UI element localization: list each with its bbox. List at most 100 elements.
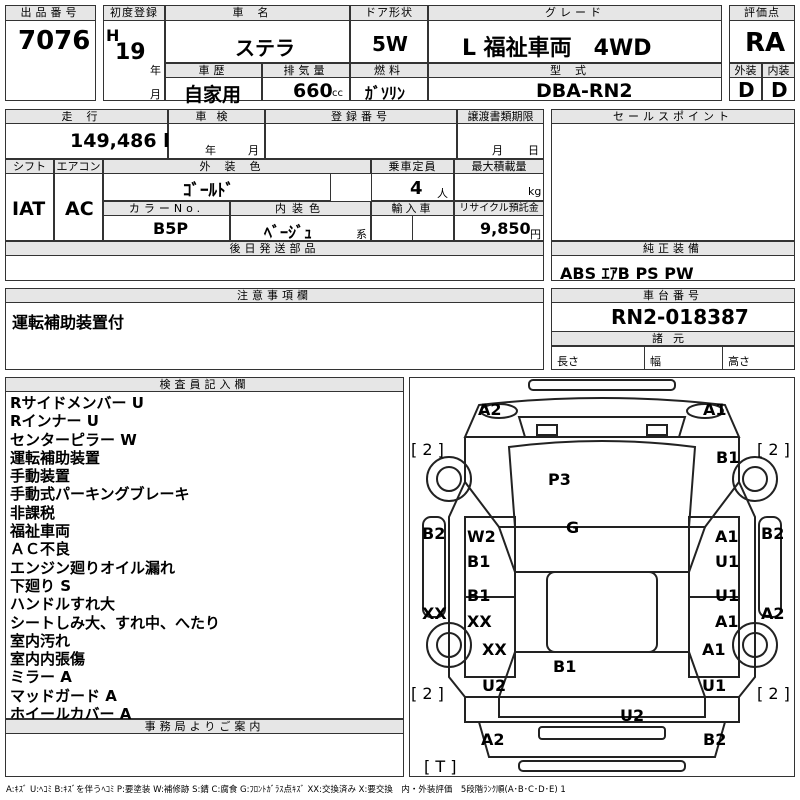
transfer-month-unit: 月	[492, 144, 503, 157]
height-label: 高さ	[728, 355, 750, 368]
ac: AC	[65, 198, 94, 220]
load-label: 最大積載量	[454, 159, 544, 174]
int-label: 内装	[762, 63, 795, 78]
era: H	[106, 26, 120, 45]
width-label: 幅	[650, 355, 661, 368]
first-registration-box	[103, 5, 165, 101]
mark-rear-left: A2	[481, 730, 505, 749]
note-line: マッドガード A	[10, 686, 117, 705]
mark-right-rear-quarter: A1	[702, 640, 726, 659]
ext-score: D	[738, 78, 755, 102]
car-outline-diagram	[422, 379, 782, 772]
caution-text: 運転補助装置付	[12, 313, 125, 332]
note-line: ハンドルすれ大	[10, 595, 116, 614]
ext-label: 外装	[729, 63, 762, 78]
mark-back-door: U2	[620, 706, 645, 725]
note-line: センターピラー W	[10, 430, 137, 449]
note-line: 手動式パーキングブレーキ	[10, 485, 190, 504]
spec-label: 諸元	[551, 331, 795, 346]
note-line: ホイールカバー A	[10, 705, 132, 724]
note-line: ミラー A	[10, 668, 72, 687]
color-number: B5P	[153, 219, 189, 238]
mark-right-side-front: B2	[761, 524, 785, 543]
model-code: DBA-RN2	[536, 80, 633, 102]
note-line: シートしみ大、すれ中、へたり	[10, 613, 221, 632]
inspection-month-unit: 月	[248, 144, 259, 157]
fuel-label: 燃料	[350, 63, 428, 78]
mark-left-front-door-bottom: B1	[467, 552, 491, 571]
spec-divider-2	[722, 346, 723, 370]
int-score: D	[771, 78, 788, 102]
inspection-year-unit: 年	[205, 144, 216, 157]
mark-left-rear-wheel: U2	[482, 676, 507, 695]
later-parts-label: 後日発送部品	[5, 241, 544, 256]
recycle-unit: 円	[530, 228, 541, 241]
mileage: 149,486 km	[70, 130, 196, 152]
mileage-label: 走行	[5, 109, 168, 124]
mark-left-side-rear: XX	[422, 604, 447, 623]
fuel: ｶﾞｿﾘﾝ	[365, 84, 406, 103]
mark-front-right: A1	[703, 400, 727, 419]
mark-right-front-door-bottom: U1	[715, 552, 740, 571]
shift-label: シフト	[5, 159, 54, 174]
door-type: 5W	[372, 32, 408, 56]
note-line: 室内内張傷	[10, 650, 86, 669]
grade-label: グレード	[428, 5, 722, 21]
mark-hood: P3	[548, 470, 571, 489]
transfer-day-unit: 日	[528, 144, 539, 157]
shift: IAT	[12, 198, 46, 220]
interior-color-label: 内装色	[230, 201, 371, 216]
note-line: Rインナー U	[10, 412, 99, 431]
mark-rear-right: B2	[703, 730, 727, 749]
lot-number: 7076	[18, 26, 91, 56]
month-unit: 月	[150, 88, 161, 101]
car-name-label: 車名	[165, 5, 350, 21]
mark-left-rear-door-top: B1	[467, 586, 491, 605]
mark-roof: G	[566, 518, 580, 537]
mark-right-rear-door-bottom: A1	[715, 612, 739, 631]
damage-diagram-box	[409, 377, 795, 777]
note-line: 手動装置	[10, 467, 71, 486]
chassis-label: 車台番号	[551, 288, 795, 303]
mark-right-side-rear: A2	[761, 604, 785, 623]
sales-point-box	[551, 109, 795, 241]
spec-divider-1	[644, 346, 645, 370]
grade: L 福祉車両 4WD	[462, 36, 652, 61]
tire-spare: [ T ]	[424, 757, 457, 776]
capacity-label: 乗車定員	[371, 159, 454, 174]
first-registration-label: 初度登録	[103, 5, 165, 21]
mark-left-front-door-top: W2	[467, 527, 496, 546]
office-label: 事務局よりご案内	[5, 719, 404, 734]
note-line: 室内汚れ	[10, 631, 71, 650]
equipment: ABS ｴｱB PS PW	[560, 264, 694, 283]
mark-rear-glass: B1	[553, 657, 577, 676]
note-line: ＡＣ不良	[10, 540, 71, 559]
car-name: ステラ	[235, 36, 295, 60]
recycle-label: リサイクル預託金	[454, 201, 544, 216]
import-label: 輸入車	[371, 201, 454, 216]
note-line: Rサイドメンバー U	[10, 394, 144, 412]
registration-year: 19	[115, 40, 146, 65]
transfer-deadline-label: 譲渡書類期限	[457, 109, 544, 124]
mark-right-front-door-top: A1	[715, 527, 739, 546]
spec-row	[551, 346, 795, 370]
model-label: 型式	[428, 63, 722, 78]
legend: A:ｷｽﾞ U:ﾍｺﾐ B:ｷｽﾞを伴うﾍｺﾐ P:要塗装 W:補修跡 S:錆 …	[6, 785, 566, 795]
displacement: 660	[293, 80, 333, 102]
length-label: 長さ	[557, 355, 579, 368]
import-divider	[412, 216, 413, 241]
tire-rear-left: [ 2 ]	[411, 684, 444, 703]
inspector-box	[5, 377, 404, 719]
history: 自家用	[184, 84, 242, 106]
mark-left-side-front: B2	[422, 524, 446, 543]
mark-front-left: A2	[478, 400, 502, 419]
tire-front-right: [ 2 ]	[757, 440, 790, 459]
interior-color-unit: 系	[356, 228, 367, 241]
displacement-label: 排気量	[262, 63, 350, 78]
capacity: 4	[410, 178, 423, 199]
color-label: 外装色	[103, 159, 371, 174]
sales-point-label: セールスポイント	[551, 109, 795, 124]
mark-left-rear-door-bottom: XX	[467, 612, 492, 631]
note-line: 非課税	[10, 503, 56, 522]
color-no-label: カラーNo.	[103, 201, 230, 216]
